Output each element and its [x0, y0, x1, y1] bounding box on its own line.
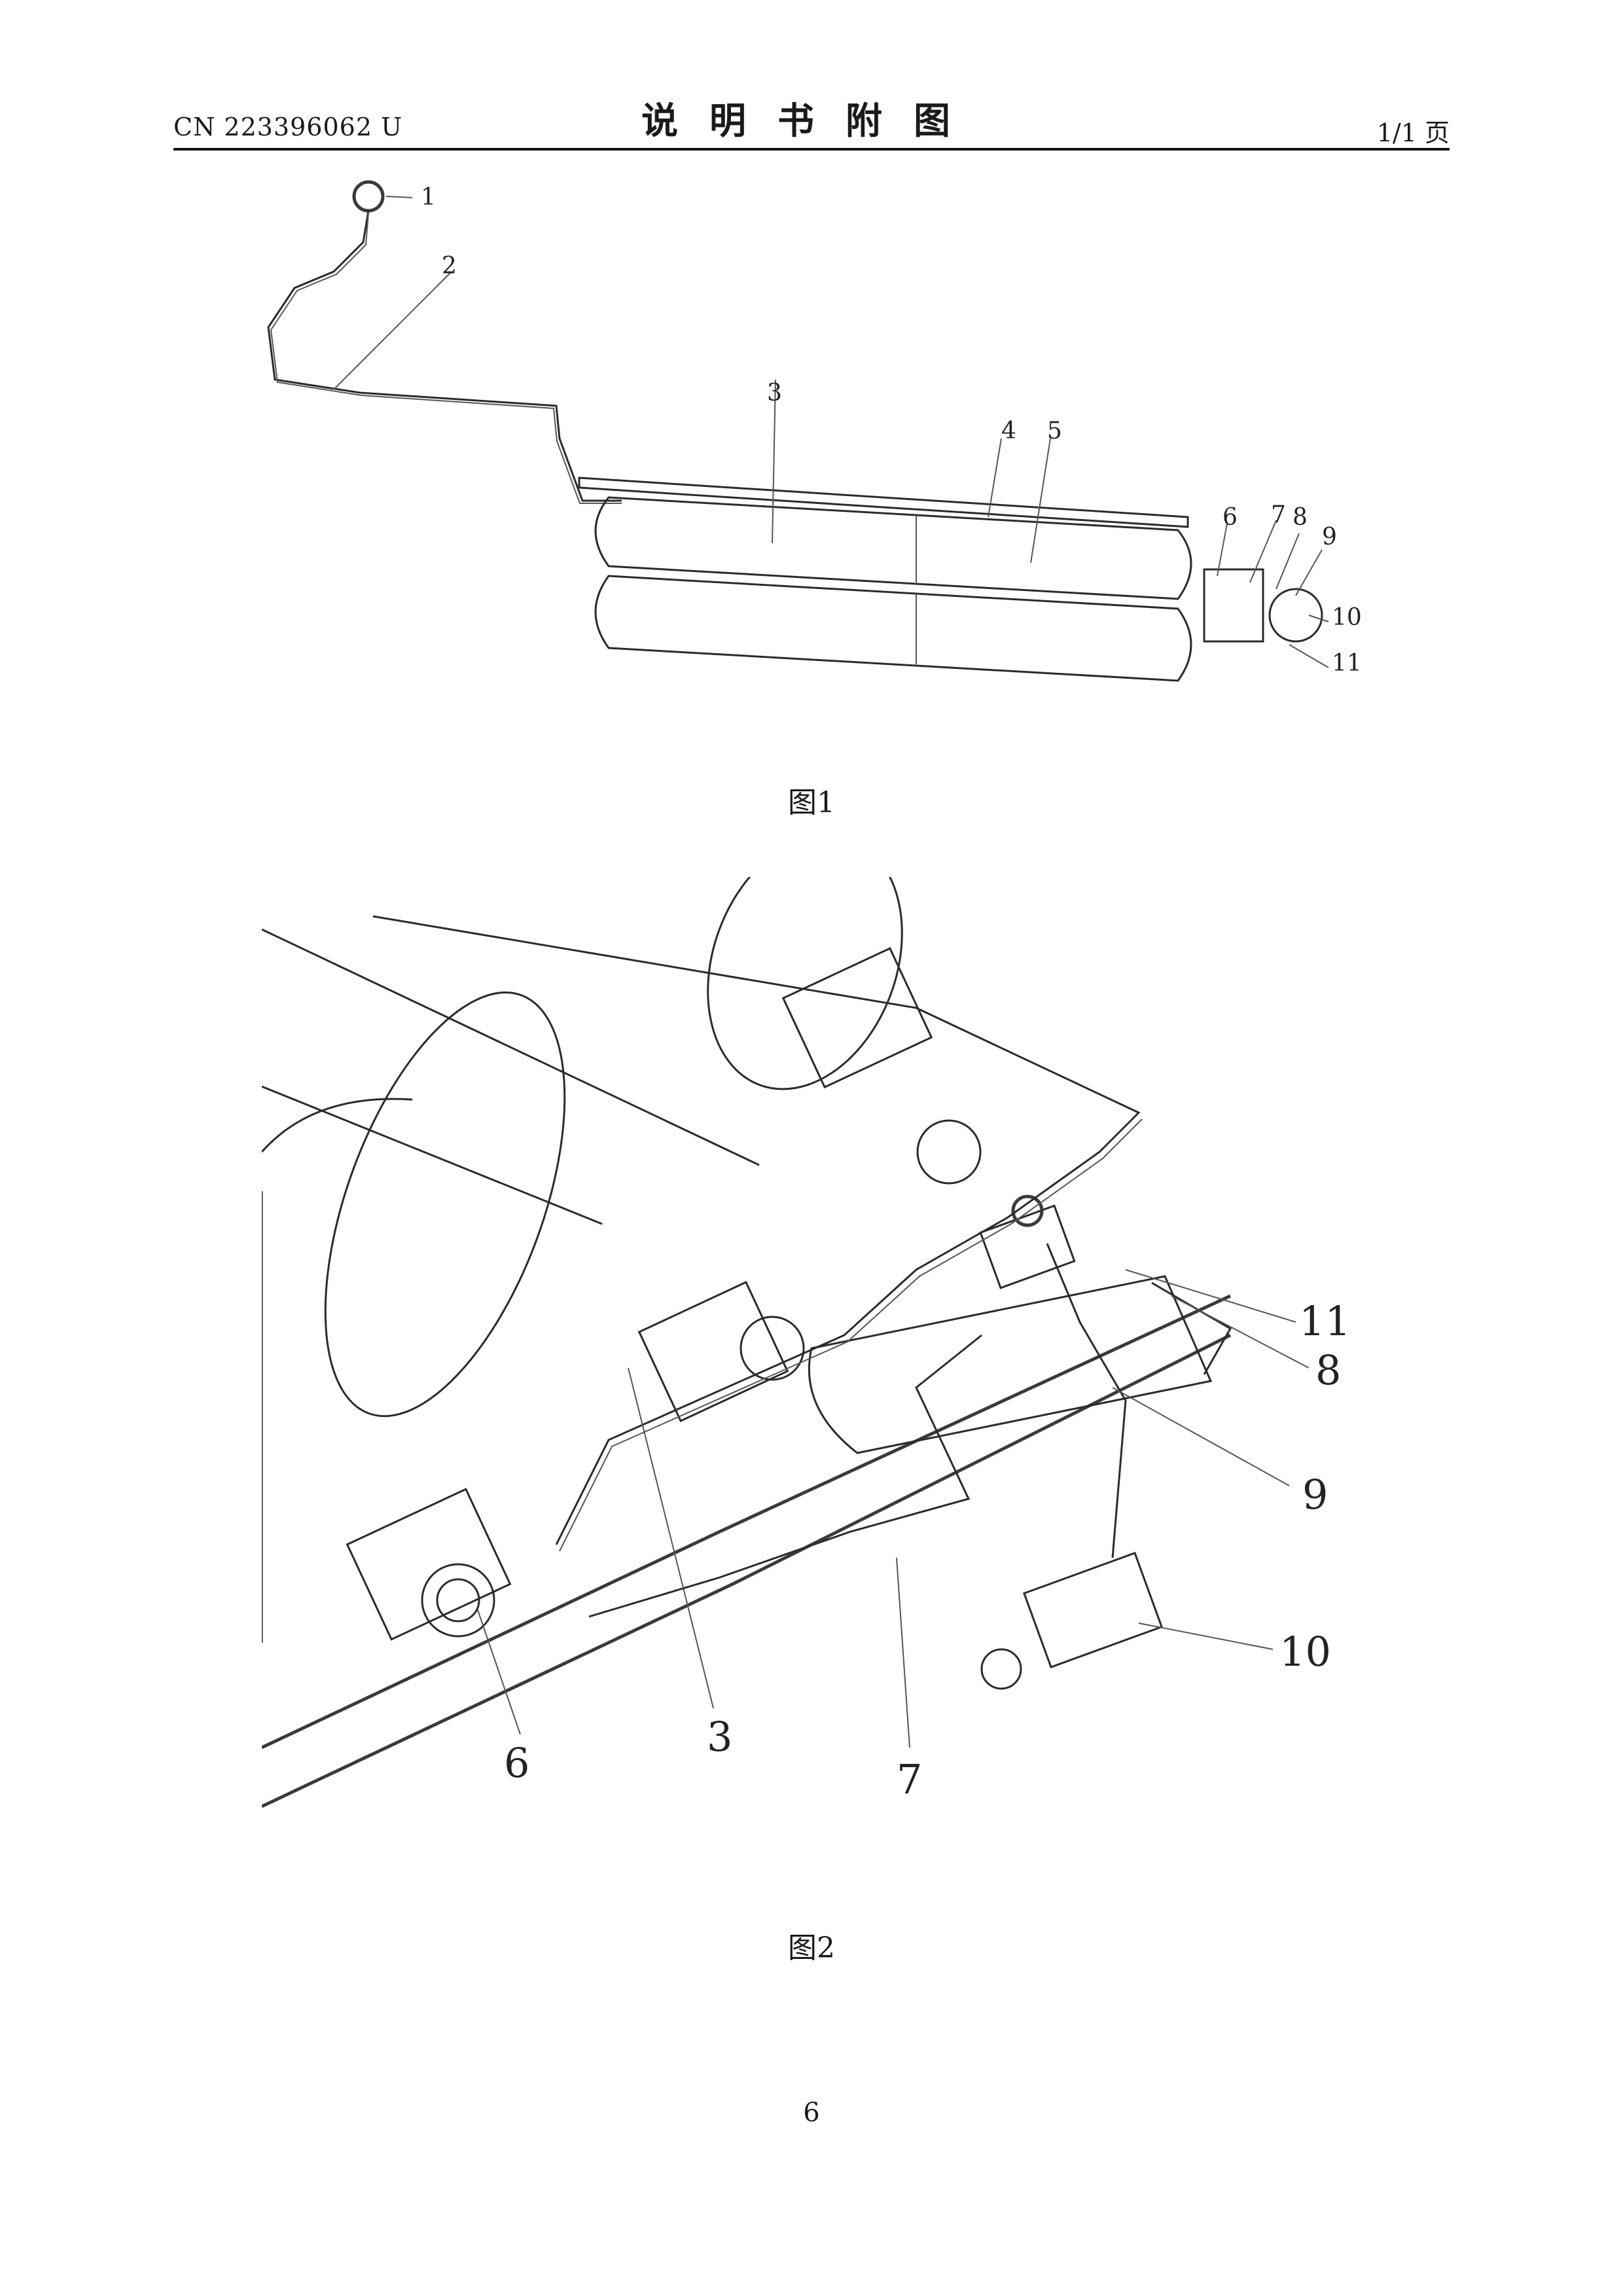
mount-block-front: [346, 1488, 512, 1641]
figure-2-drawing: 11 8 9 10 3 6 7: [262, 877, 1351, 1808]
pipe-to-valve: [1046, 1243, 1127, 1558]
fig2-label-7: 7: [897, 1755, 922, 1803]
fig2-label-9: 9: [1302, 1471, 1328, 1518]
page-number: 6: [803, 2098, 820, 2128]
publication-number: CN 223396062 U: [173, 113, 403, 141]
valve-assembly: [1203, 568, 1264, 643]
filter-canister-9: [808, 1275, 1213, 1454]
cylinder-end-3: [324, 991, 566, 1418]
lower-cylinder: [594, 575, 1192, 682]
bracket-8: [1151, 1282, 1232, 1375]
upper-cylinder: [594, 496, 1192, 600]
end-fitting: [1268, 588, 1323, 643]
pipe-lower: [588, 1334, 982, 1618]
fig2-label-8: 8: [1315, 1346, 1341, 1394]
figure-2-caption: 图2: [788, 1931, 835, 1965]
upper-cylinder-end: [707, 877, 903, 1090]
cylinder-valve-6: [421, 1563, 495, 1638]
fig1-label-2: 2: [442, 253, 457, 279]
cylinder-valve-upper: [916, 1119, 982, 1185]
fig1-label-5: 5: [1047, 418, 1062, 444]
fig1-label-9: 9: [1322, 524, 1337, 550]
fig2-label-10: 10: [1279, 1628, 1331, 1676]
figure-1-caption: 图1: [788, 786, 835, 819]
pressure-gauge: [352, 180, 385, 213]
mount-block-middle: [637, 1280, 789, 1423]
shutoff-valve-10: [1022, 1551, 1164, 1669]
cylinder-valve-7: [740, 1316, 805, 1381]
pipeline: [267, 210, 622, 502]
fig1-label-3: 3: [767, 380, 782, 406]
frame-rail: [578, 476, 1189, 528]
page-header: CN 223396062 U 说明书附图 1/1 页: [173, 92, 1450, 151]
mount-block-rear: [781, 946, 933, 1089]
fig1-label-4: 4: [1001, 418, 1016, 444]
fig1-label-6: 6: [1222, 504, 1238, 531]
fig1-label-1: 1: [421, 184, 436, 211]
fig1-label-8: 8: [1293, 504, 1308, 531]
fig1-label-10: 10: [1332, 604, 1362, 631]
pipe-main: [372, 915, 1141, 1545]
fig1-label-7: 7: [1271, 501, 1286, 528]
figure-1-drawing: 1 2 3 4 5 6 7 8 9 10 11: [267, 180, 1362, 682]
fig2-label-6: 6: [504, 1739, 529, 1787]
fig2-label-3: 3: [707, 1713, 732, 1761]
frame-rail-front: [262, 1294, 1232, 1749]
header-divider: [173, 148, 1450, 151]
cylinder-top-edge: [262, 928, 760, 1166]
fig2-label-11: 11: [1299, 1297, 1351, 1345]
document-title: 说明书附图: [641, 99, 982, 143]
fig1-label-11: 11: [1332, 650, 1362, 677]
page-count: 1/1 页: [1376, 118, 1450, 147]
